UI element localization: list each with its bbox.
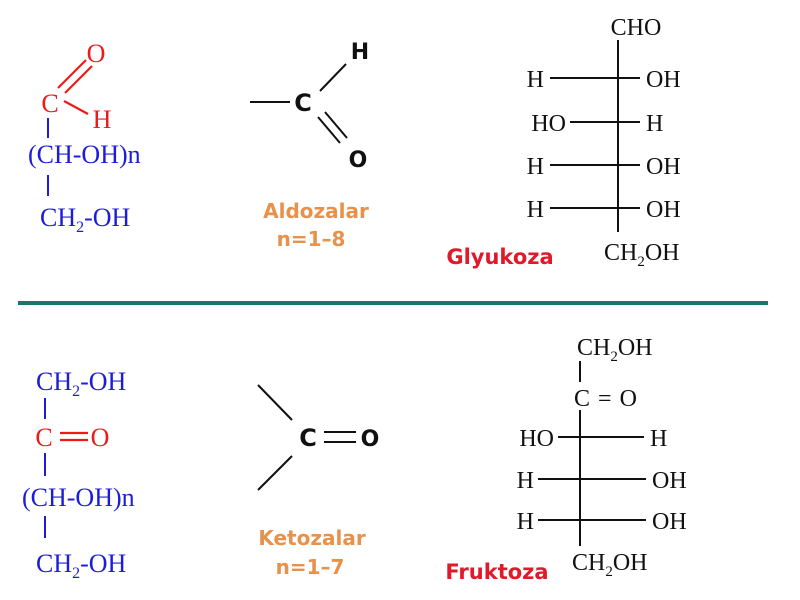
- ketose-oxygen: O: [91, 423, 110, 452]
- glucose-row-left: H: [527, 67, 544, 93]
- fructose-row: HO H: [519, 426, 667, 452]
- glucose-row-right: OH: [646, 197, 681, 223]
- glucose-row-left: H: [527, 197, 544, 223]
- fructose-row-left: H: [517, 468, 534, 494]
- ketose-end-group: CH2-OH: [36, 549, 127, 582]
- fructose-row-right: H: [650, 426, 667, 452]
- glucose-row-right: OH: [646, 154, 681, 180]
- ketone-group: C O: [257, 384, 380, 491]
- glucose-row-left: H: [527, 154, 544, 180]
- fructose-top-group: CH2OH: [577, 335, 653, 365]
- glucose-row: H OH: [527, 197, 681, 223]
- aldose-ch-bond: [63, 100, 89, 115]
- aldehyde-double-bond-a: [317, 116, 341, 144]
- section-divider: [18, 301, 768, 305]
- fructose-name-label: Fruktoza: [445, 560, 548, 584]
- glucose-top-group: CHO: [611, 15, 662, 41]
- ketose-general-formula: CH2-OH C O (CH-OH)n CH2-OH: [22, 367, 135, 582]
- ketone-carbon: C: [299, 424, 317, 452]
- glucose-row: HO H: [531, 111, 663, 137]
- aldehyde-group: H C O: [250, 40, 369, 173]
- aldose-general-formula: O C H (CH-OH)n CH2-OH: [28, 39, 141, 236]
- fructose-bottom-group: CH2OH: [572, 550, 648, 580]
- aldose-end-group: CH2-OH: [40, 203, 131, 236]
- glucose-row-right: OH: [646, 67, 681, 93]
- aldehyde-carbon: C: [294, 89, 312, 117]
- fructose-row-left: H: [517, 509, 534, 535]
- aldose-range-label: n=1–8: [277, 227, 346, 251]
- aldose-class-label: Aldozalar: [263, 199, 369, 223]
- glucose-row-right: H: [646, 111, 663, 137]
- glucose-name-label: Glyukoza: [446, 245, 553, 269]
- aldose-chain: (CH-OH)n: [28, 140, 141, 169]
- ketose-carbon: C: [35, 423, 52, 452]
- fructose-row: H OH: [517, 509, 687, 535]
- ketone-r2-bond: [257, 455, 293, 491]
- aldehyde-ch-bond: [319, 63, 347, 92]
- ketose-top-group: CH2-OH: [36, 367, 127, 400]
- glucose-bottom-group: CH2OH: [604, 240, 680, 270]
- glucose-row-left: HO: [531, 111, 566, 137]
- aldehyde-oxygen: O: [349, 148, 368, 173]
- ketone-oxygen: O: [361, 427, 380, 452]
- fructose-row-left: HO: [519, 426, 554, 452]
- fructose-keto-group: C=O: [574, 386, 637, 412]
- fructose-fischer-projection: CH2OH C=O HO H H OH H OH CH2OH: [517, 335, 687, 580]
- glucose-row: H OH: [527, 154, 681, 180]
- aldose-carbon: C: [41, 89, 58, 118]
- ketone-r1-bond: [257, 384, 293, 421]
- aldose-double-bond-b: [64, 65, 93, 94]
- ketose-class-label: Ketozalar: [258, 526, 366, 550]
- aldose-double-bond-a: [57, 59, 87, 89]
- fructose-row: H OH: [517, 468, 687, 494]
- ketose-chain: (CH-OH)n: [22, 483, 135, 512]
- aldose-hydrogen: H: [93, 105, 112, 134]
- aldehyde-hydrogen: H: [351, 40, 369, 65]
- aldehyde-double-bond-b: [324, 111, 348, 139]
- fructose-row-right: OH: [652, 468, 687, 494]
- ketose-range-label: n=1–7: [276, 555, 345, 579]
- aldose-oxygen: O: [87, 39, 106, 68]
- glucose-row: H OH: [527, 67, 681, 93]
- glucose-fischer-projection: CHO H OH HO H H OH H OH CH2OH: [527, 15, 681, 270]
- fructose-row-right: OH: [652, 509, 687, 535]
